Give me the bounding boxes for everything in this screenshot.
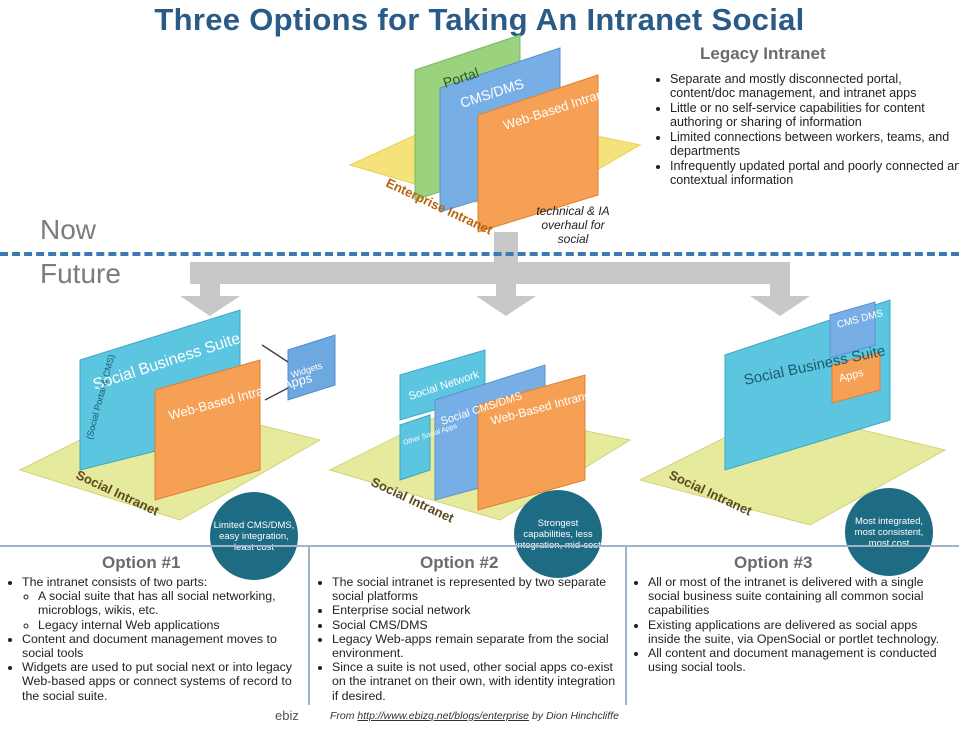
options-divider-1: [308, 545, 310, 705]
arrow-head-mid: [476, 296, 536, 316]
footer-from: From: [330, 710, 355, 722]
option2-title: Option #2: [420, 553, 499, 572]
opt3-badge: Most integrated, most consistent, most c…: [845, 488, 933, 576]
legacy-item: Little or no self-service capabilities f…: [670, 101, 959, 129]
option3-item: All or most of the intranet is delivered…: [648, 575, 948, 618]
option1-list: The intranet consists of two parts: A so…: [4, 575, 304, 703]
opt1-badge-text: Limited CMS/DMS, easy integration, least…: [213, 519, 295, 553]
option2-item: Enterprise social network: [332, 603, 620, 617]
footer-by: by Dion Hinchcliffe: [531, 710, 619, 722]
option1-title: Option #1: [102, 553, 181, 572]
arrow-trunk: [494, 232, 518, 262]
opt3-badge-text: Most integrated, most consistent, most c…: [854, 515, 924, 549]
option2-item: Legacy Web-apps remain separate from the…: [332, 632, 620, 660]
opt1-widgets-panel: [287, 334, 336, 401]
option3-list: All or most of the intranet is delivered…: [630, 575, 948, 674]
future-label: Future: [40, 258, 121, 289]
option3-item: All content and document management is c…: [648, 646, 948, 674]
option3-title: Option #3: [734, 553, 813, 572]
arrow-stem-left: [200, 284, 220, 296]
legacy-item: Limited connections between workers, tea…: [670, 130, 959, 158]
option2-list: The social intranet is represented by tw…: [314, 575, 620, 703]
arrow-stem-right: [770, 284, 790, 296]
opt2-web-panel: [477, 374, 586, 511]
option2-item: The social intranet is represented by tw…: [332, 575, 620, 603]
option1-item: Widgets are used to put social next or i…: [22, 660, 304, 703]
legacy-item: Separate and mostly disconnected portal,…: [670, 72, 959, 100]
opt3-apps-panel: [831, 351, 881, 404]
widgets-connector-2: [264, 387, 289, 401]
ebiz-logo: ebiz: [275, 708, 299, 723]
legacy-list: Separate and mostly disconnected portal,…: [652, 72, 959, 188]
option1-item: The intranet consists of two parts: A so…: [22, 575, 304, 632]
arrow-stem-mid: [496, 284, 516, 296]
page-title: Three Options for Taking An Intranet Soc…: [154, 2, 805, 37]
opt1-badge: Limited CMS/DMS, easy integration, least…: [210, 492, 298, 580]
options-divider-2: [625, 545, 627, 705]
now-label: Now: [40, 214, 97, 245]
opt2-badge: Strongest capabilities, less integration…: [514, 490, 602, 578]
legacy-title: Legacy Intranet: [700, 44, 826, 63]
footer-credit: From http://www.ebizq.net/blogs/enterpri…: [330, 710, 619, 722]
option1-subitem: Legacy internal Web applications: [38, 618, 304, 632]
option1-item: Content and document management moves to…: [22, 632, 304, 660]
opt1-web-panel: [154, 359, 261, 501]
tech-note: technical & IA overhaul for social: [536, 204, 610, 246]
option2-item: Since a suite is not used, other social …: [332, 660, 620, 703]
now-future-divider: [0, 252, 959, 256]
arrow-head-left: [180, 296, 240, 316]
arrow-head-right: [750, 296, 810, 316]
option2-item: Social CMS/DMS: [332, 618, 620, 632]
widgets-connector-1: [261, 344, 289, 363]
arrow-bar: [190, 262, 790, 284]
web-panel: [477, 74, 599, 233]
legacy-item: Infrequently updated portal and poorly c…: [670, 159, 959, 187]
opt3-cms-panel: [829, 301, 876, 359]
option3-item: Existing applications are delivered as s…: [648, 618, 948, 646]
footer-link[interactable]: http://www.ebizq.net/blogs/enterprise: [357, 710, 530, 722]
opt2-other-panel: [399, 414, 431, 481]
option1-subitem: A social suite that has all social netwo…: [38, 589, 304, 617]
options-top-rule: [0, 545, 959, 547]
